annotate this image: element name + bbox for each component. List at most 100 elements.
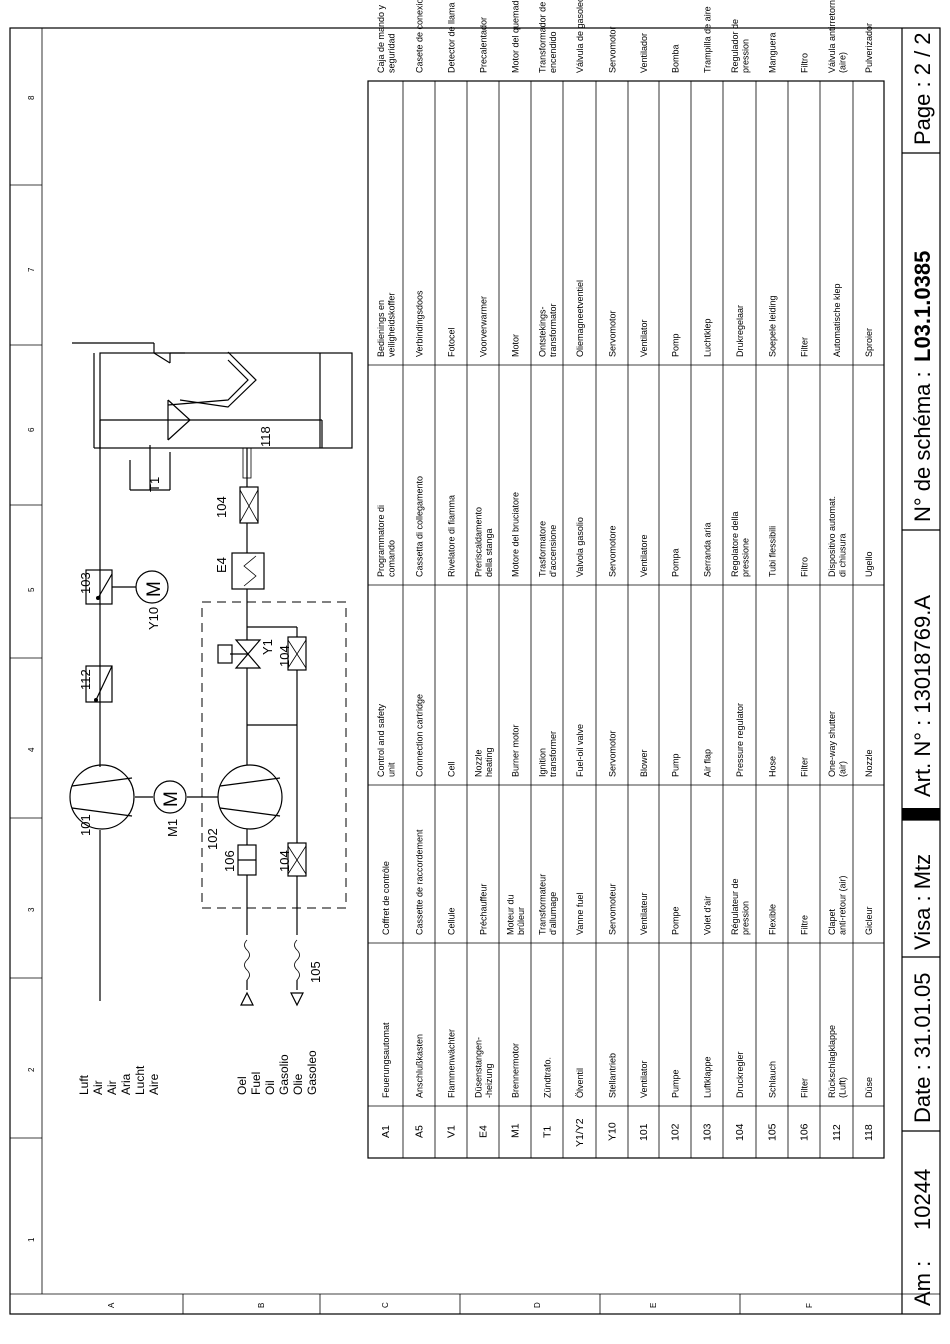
legend-cell-es: Ventilador xyxy=(639,33,649,73)
legend-cell-de: Schlauch xyxy=(768,1061,778,1098)
legend-cell-it: Pompa xyxy=(671,548,681,577)
grid-col-4: 4 xyxy=(27,747,36,752)
legend-cell-es: Válvula de gasoleo xyxy=(575,0,585,73)
tag-motor-m: M xyxy=(161,791,182,807)
legend-cell-en: Ignitiontransformer xyxy=(537,731,558,777)
legend-cell-es: Detector de llama xyxy=(447,2,457,73)
legend-code: T1 xyxy=(542,1126,554,1138)
legend-cell-es: Casete de conexion xyxy=(415,0,425,73)
legend-cell-nl: Verbindingsdoos xyxy=(415,290,425,357)
legend-cell-nl: Pomp xyxy=(671,333,681,357)
regulator-104-valve-symbol xyxy=(247,626,307,897)
legend-cell-en: Control and safetyunit xyxy=(376,703,397,777)
grid-row-d: D xyxy=(533,1302,542,1308)
legend-cell-es: Pulverizador xyxy=(864,23,874,73)
date-value: Date : 31.01.05 xyxy=(910,973,935,1123)
legend-cell-nl: Voorverwarmer xyxy=(479,296,489,357)
title-block: Am : 10244 Date : 31.01.05 Visa : Mtz Ar… xyxy=(902,32,940,1306)
regulator-104-mid-symbol xyxy=(287,842,307,935)
diagram: 101 M1 M 112 103 Y10 M T1 118 104 E4 102… xyxy=(69,342,353,1095)
legend-cell-en: Pump xyxy=(671,753,681,777)
oil-label-6: Gasoleo xyxy=(305,1050,319,1095)
legend-cell-en: Burner motor xyxy=(511,724,521,777)
tag-102: 102 xyxy=(205,828,220,850)
schema-number: L03.1.0385 xyxy=(910,251,935,362)
legend-cell-it: Motore del bruciatore xyxy=(511,492,521,577)
legend-cell-nl: Sproier xyxy=(864,328,874,357)
legend-cell-it: Valvola gasolio xyxy=(575,517,585,577)
legend-cell-fr: Gicleur xyxy=(864,906,874,935)
legend-cell-de: Stellantrieb xyxy=(608,1053,618,1098)
grid-row-b: B xyxy=(257,1303,266,1308)
legend-code: A1 xyxy=(380,1125,392,1138)
grid-col-5: 5 xyxy=(27,587,36,592)
am-label: Am : xyxy=(910,1261,935,1306)
grid-column-ticks xyxy=(10,184,42,1139)
legend-code: E4 xyxy=(478,1125,490,1138)
legend-cell-fr: Préchauffeur xyxy=(479,884,489,935)
servomotor-y10-symbol xyxy=(135,570,169,604)
grid-row-f: F xyxy=(805,1303,814,1308)
burner-motor-symbol xyxy=(153,780,187,814)
legend-cell-nl: Ontstekings-transformator xyxy=(537,303,558,357)
legend-cell-fr: Transformateurd'allumage xyxy=(537,874,558,935)
legend-code: V1 xyxy=(446,1125,458,1138)
legend-cell-es: Motor del quemador xyxy=(511,0,521,73)
legend-cell-nl: Soepele leiding xyxy=(768,295,778,357)
grid-col-7: 7 xyxy=(27,267,36,272)
grid-col-6: 6 xyxy=(27,427,36,432)
grid-col-8: 8 xyxy=(27,95,36,100)
legend-cell-en: Filter xyxy=(800,757,810,777)
legend-cell-es: Regulador depression xyxy=(730,19,751,73)
oil-label-4: Gasolio xyxy=(277,1054,291,1095)
legend-cell-it: Serranda aria xyxy=(703,522,713,577)
legend-code: 112 xyxy=(831,1124,843,1141)
legend-cell-fr: Moteur dubrûleur xyxy=(505,894,526,935)
air-label-6: Aire xyxy=(147,1073,161,1095)
legend-cell-fr: Flexible xyxy=(768,904,778,935)
legend-cell-fr: Clapetanti-retour (air) xyxy=(827,875,848,935)
nozzle-118-symbol xyxy=(242,447,252,479)
tag-y1: Y1 xyxy=(260,639,275,655)
legend-cell-en: Air flap xyxy=(703,749,713,777)
legend-cell-es: Precalentador xyxy=(479,17,489,73)
grid-row-ticks xyxy=(182,1294,741,1314)
legend-cell-en: Pressure regulator xyxy=(735,703,745,777)
legend-cell-nl: Bedienings enveiligheidskoffer xyxy=(376,293,397,357)
legend-cell-nl: Automatische klep xyxy=(832,283,842,357)
legend-cell-nl: Ventilator xyxy=(639,319,649,357)
legend-cell-en: Blower xyxy=(639,749,649,777)
legend-cell-es: Caja de mando yseguridad xyxy=(376,4,397,73)
legend-cell-fr: Volet d'air xyxy=(703,896,713,935)
air-label-3: Air xyxy=(105,1080,119,1095)
tag-t1: T1 xyxy=(147,477,162,492)
legend-cell-en: Nozzle xyxy=(864,749,874,777)
legend-cell-nl: Filter xyxy=(800,337,810,357)
legend-cell-es: Válvula antirretorno(aire) xyxy=(827,0,848,73)
oil-label-1: Oel xyxy=(235,1076,249,1095)
legend-cell-de: Pumpe xyxy=(671,1069,681,1098)
tag-104-valve: 104 xyxy=(277,645,292,667)
tag-101: 101 xyxy=(78,814,93,836)
legend-cell-nl: Oliemagneetventiel xyxy=(575,280,585,357)
tag-y10-motor: M xyxy=(144,581,165,597)
legend-cell-it: Dispositivo automat.di chiusura xyxy=(827,496,848,577)
burner-head-symbol xyxy=(72,342,353,449)
blower-101-symbol xyxy=(69,764,135,830)
legend-cell-nl: Fotocel xyxy=(447,327,457,357)
legend-cell-en: Nozzleheating xyxy=(473,747,494,777)
legend-cell-de: Düse xyxy=(864,1077,874,1098)
legend-cell-it: Programmatore dicomando xyxy=(376,505,397,577)
heater-e4-symbol xyxy=(231,552,265,590)
legend-cell-de: Anschlußkasten xyxy=(415,1034,425,1098)
page-number: Page : 2 / 2 xyxy=(910,32,935,145)
legend-code: M1 xyxy=(510,1123,522,1138)
legend-cell-de: Druckregler xyxy=(735,1051,745,1098)
grid-row-a: A xyxy=(107,1302,116,1308)
legend-cell-es: Manguera xyxy=(768,32,778,73)
legend-cell-it: Cassetta di collegamento xyxy=(415,476,425,577)
legend-cell-en: Cell xyxy=(447,761,457,777)
hose-105-symbol xyxy=(240,939,304,1007)
legend-cell-fr: Cellule xyxy=(447,907,457,935)
